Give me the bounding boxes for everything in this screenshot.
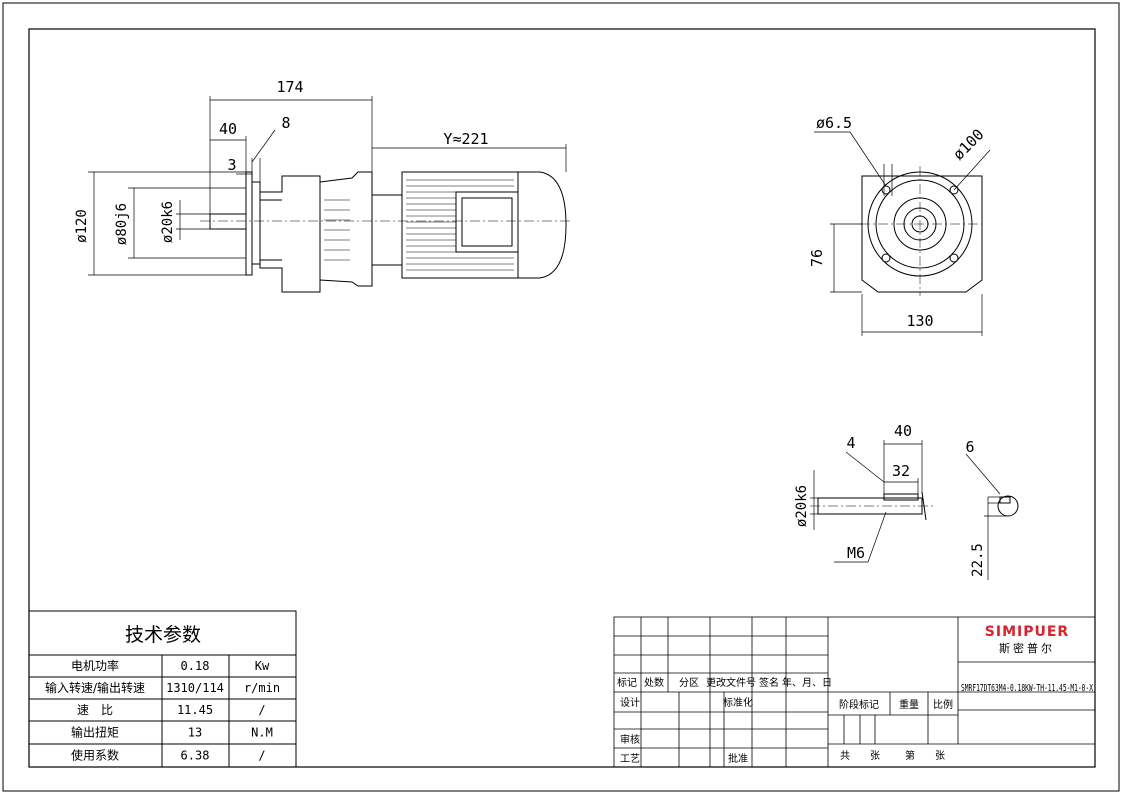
end-view [860,166,983,296]
dim-detail-shaft-len: 40 [894,422,912,440]
tech-row-label: 速 比 [77,703,113,717]
shaft-detail [810,491,1019,521]
dim-thread: M6 [847,544,865,562]
end-view-dimensions [814,131,991,336]
header-zone: 分区 [679,677,699,689]
dim-spigot-dia: ø80j6 [114,203,130,245]
side-view-dimensions [88,96,567,276]
tech-row-unit: / [258,749,265,763]
label-weight: 重量 [899,698,919,711]
tech-row-label: 使用系数 [71,748,119,763]
label-scale: 比例 [933,698,953,711]
dim-key-offset: 4 [846,434,855,452]
tech-row-value: 1310/114 [166,681,224,695]
shaft-detail-dimensions [810,440,1008,580]
tech-row-unit: N.M [251,726,273,740]
tech-table-rows: 电机功率 0.18 Kw 输入转速/输出转速 1310/114 r/min 速 比 11.45… [45,658,280,763]
tech-row-unit: Kw [255,659,270,673]
model-number: SMRF17DT63M4-0.18KW-TH-11.45-M1-0-X [961,683,1093,694]
tech-row-value: 13 [188,726,202,740]
label-sheet-no: 第 张 [905,749,945,762]
label-approve: 批准 [728,752,748,765]
side-view [200,171,570,293]
header-count: 处数 [644,676,664,689]
brand-cn: 斯密普尔 [999,641,1055,655]
tech-row-label: 电机功率 [71,658,119,673]
dim-detail-shaft-dia: ø20k6 [794,485,810,527]
tech-row-value: 11.45 [177,703,213,717]
header-mark: 标记 [617,677,637,689]
dim-shaft-dia: ø20k6 [160,201,176,243]
label-review: 审核 [620,733,640,746]
inner-border [28,28,1096,768]
side-view-labels: 174 40 8 3 Y≈221 ø120 ø80j6 ø20k6 [74,78,489,245]
dim-hole-dia: ø6.5 [816,114,852,132]
end-view-labels: ø6.5 ø100 76 130 [808,114,988,330]
label-process: 工艺 [620,753,640,765]
header-date: 年、月、日 [782,676,832,689]
dim-motor-length: Y≈221 [443,130,488,148]
label-design: 设计 [620,696,640,709]
dim-center-height: 76 [808,249,826,267]
dim-pcd: ø100 [949,125,987,163]
tech-table: 技术参数 电机功率 0.18 Kw 输入转速/输出转速 1310/114 r/min 速 比… [28,610,297,768]
header-doc: 更改文件号 [706,676,756,689]
tech-row-value: 0.18 [181,659,210,673]
label-sheets-total: 共 张 [840,750,880,762]
dim-flange-dia: ø120 [74,209,90,243]
dim-key-len: 32 [892,462,910,480]
header-sign: 签名 [759,676,779,689]
label-standardize: 标准化 [723,696,753,709]
dim-spigot-depth: 3 [227,156,236,174]
tech-row-label: 输入转速/输出转速 [45,680,145,695]
title-block: SIMIPUER 斯密普尔 SMRF17DT63M4-0.18KW-TH-11.… [613,616,1096,768]
dim-key-height: 22.5 [970,543,986,577]
dim-housing-width: 130 [906,312,933,330]
tech-row-label: 输出扭矩 [71,725,119,740]
tech-row-unit: / [258,703,265,717]
dim-flange-thickness: 8 [281,114,290,132]
dim-shaft-length: 40 [219,120,237,138]
shaft-detail-labels: ø20k6 40 32 4 M6 6 22.5 [794,422,986,577]
tech-row-value: 6.38 [181,749,210,763]
brand-logo: SIMIPUER [985,624,1069,640]
label-stage-mark: 阶段标记 [839,698,879,711]
dim-overall-length: 174 [276,78,303,96]
tech-table-title: 技术参数 [125,624,201,646]
tech-row-unit: r/min [244,681,280,695]
dim-key-width: 6 [965,438,974,456]
